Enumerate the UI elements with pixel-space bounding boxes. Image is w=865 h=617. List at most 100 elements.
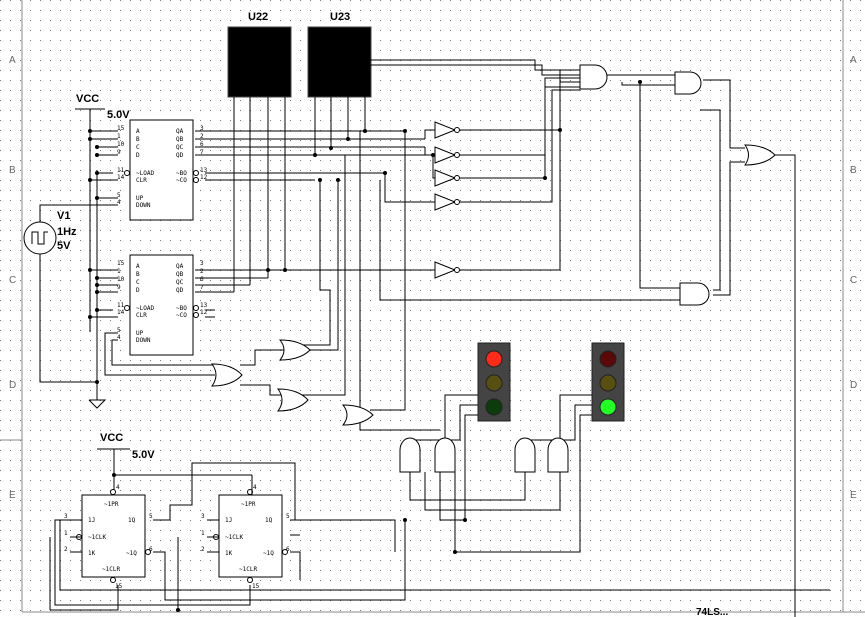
row-label-b: B (9, 165, 16, 176)
yellow-lamp (485, 374, 503, 392)
pin-number: 6 (200, 276, 204, 283)
and-gate-2[interactable] (674, 71, 702, 95)
pin-name: DOWN (136, 202, 151, 209)
or-gate-3[interactable] (211, 363, 243, 387)
clock-source-v1[interactable]: V1 1Hz 5V (23, 204, 118, 383)
row-label-a-right: A (850, 55, 857, 66)
row-label-c-right: C (850, 275, 857, 286)
pin-name: ~1PR (104, 501, 119, 508)
row-label-d: D (9, 380, 16, 391)
pin-number: 15 (115, 583, 123, 590)
vcc-top: VCC 5.0V (75, 93, 130, 332)
vcc-bottom: VCC 5.0V (97, 432, 155, 495)
pin-name: D (136, 152, 140, 159)
pin-name: ~LOAD (136, 170, 154, 177)
row-label-d-right: D (850, 380, 857, 391)
green-lamp (485, 398, 503, 416)
pin-number: 13 (200, 167, 208, 174)
pin-number: 7 (200, 284, 204, 291)
pin-number: 12 (200, 174, 208, 181)
vcc-top-label: VCC (76, 93, 99, 105)
pin-name: C (136, 144, 140, 151)
inverter-4[interactable] (434, 193, 457, 211)
and-gate-6[interactable] (514, 437, 536, 473)
pin-name: CLR (136, 177, 147, 184)
pin-number: 1 (117, 268, 121, 275)
display-u22-ref: U22 (248, 11, 268, 23)
pin-number: 4 (116, 484, 120, 491)
pin-name: QA (176, 128, 184, 135)
counter-body (129, 254, 194, 356)
pin-name: QD (176, 287, 184, 294)
display-u22[interactable]: U22 (227, 11, 292, 292)
traffic-light-right[interactable] (591, 342, 625, 422)
pin-name: C (136, 279, 140, 286)
pin-number: 7 (200, 149, 204, 156)
vcc-top-voltage: 5.0V (107, 109, 130, 121)
pin-name: B (136, 271, 140, 278)
red-lamp (485, 350, 503, 368)
inverter-1[interactable] (434, 121, 457, 139)
pin-name: CLR (136, 312, 147, 319)
pin-name: ~BO (176, 170, 187, 177)
pin-number: 15 (252, 583, 260, 590)
pin-name: 1Q (265, 517, 273, 524)
or-gate-5[interactable] (341, 404, 374, 426)
and-gate-5[interactable] (434, 437, 456, 473)
inverter-2[interactable] (434, 146, 457, 164)
pin-number: 4 (117, 334, 121, 341)
pin-number: 1 (201, 530, 205, 537)
traffic-light-left[interactable] (477, 342, 511, 422)
pin-number: 14 (117, 174, 125, 181)
display-u23[interactable]: U23 (307, 11, 372, 155)
pin-name: 1Q (128, 517, 136, 524)
pin-number: 13 (200, 302, 208, 309)
pin-name: QA (176, 263, 184, 270)
pin-number: 6 (286, 546, 290, 553)
inverter-3[interactable] (434, 169, 457, 187)
and-gate-1[interactable] (579, 64, 608, 90)
pin-name: ~1Q (126, 550, 137, 557)
row-label-a: A (9, 55, 16, 66)
or-gate-1[interactable] (744, 144, 776, 166)
green-lamp (599, 398, 617, 416)
yellow-lamp (599, 374, 617, 392)
pin-name: QC (176, 144, 184, 151)
pin-number: 10 (117, 276, 125, 283)
pin-number: 9 (117, 284, 121, 291)
and-gate-7[interactable] (547, 437, 569, 473)
pin-number: 14 (117, 309, 125, 316)
pin-number: 4 (117, 199, 121, 206)
pin-number: 2 (201, 546, 205, 553)
pin-bubble (282, 549, 288, 555)
inverter-5[interactable] (434, 261, 457, 279)
or-gates[interactable] (211, 144, 776, 426)
and-gate-3[interactable] (679, 282, 710, 306)
or-gate-4[interactable] (277, 388, 309, 412)
pin-number: 9 (117, 149, 121, 156)
flipflop-body (81, 494, 146, 578)
row-label-e: E (9, 490, 16, 501)
row-label-e-right: E (850, 490, 857, 501)
pin-name: ~1PR (241, 501, 256, 508)
inverter-gates[interactable] (434, 121, 460, 279)
or-gate-2[interactable] (278, 339, 311, 361)
pin-number: 3 (200, 260, 204, 267)
pin-number: 12 (200, 309, 208, 316)
and-gate-4[interactable] (399, 437, 421, 473)
pin-name: ~1CLK (88, 534, 106, 541)
and-gates[interactable] (399, 64, 710, 473)
pin-bubble (247, 577, 253, 583)
pin-name: UP (136, 330, 144, 337)
pin-number: 3 (201, 513, 205, 520)
pin-number: 1 (117, 133, 121, 140)
pin-name: UP (136, 195, 144, 202)
pin-name: QB (176, 271, 184, 278)
row-labels: A B C D E A B C D E (9, 55, 857, 501)
